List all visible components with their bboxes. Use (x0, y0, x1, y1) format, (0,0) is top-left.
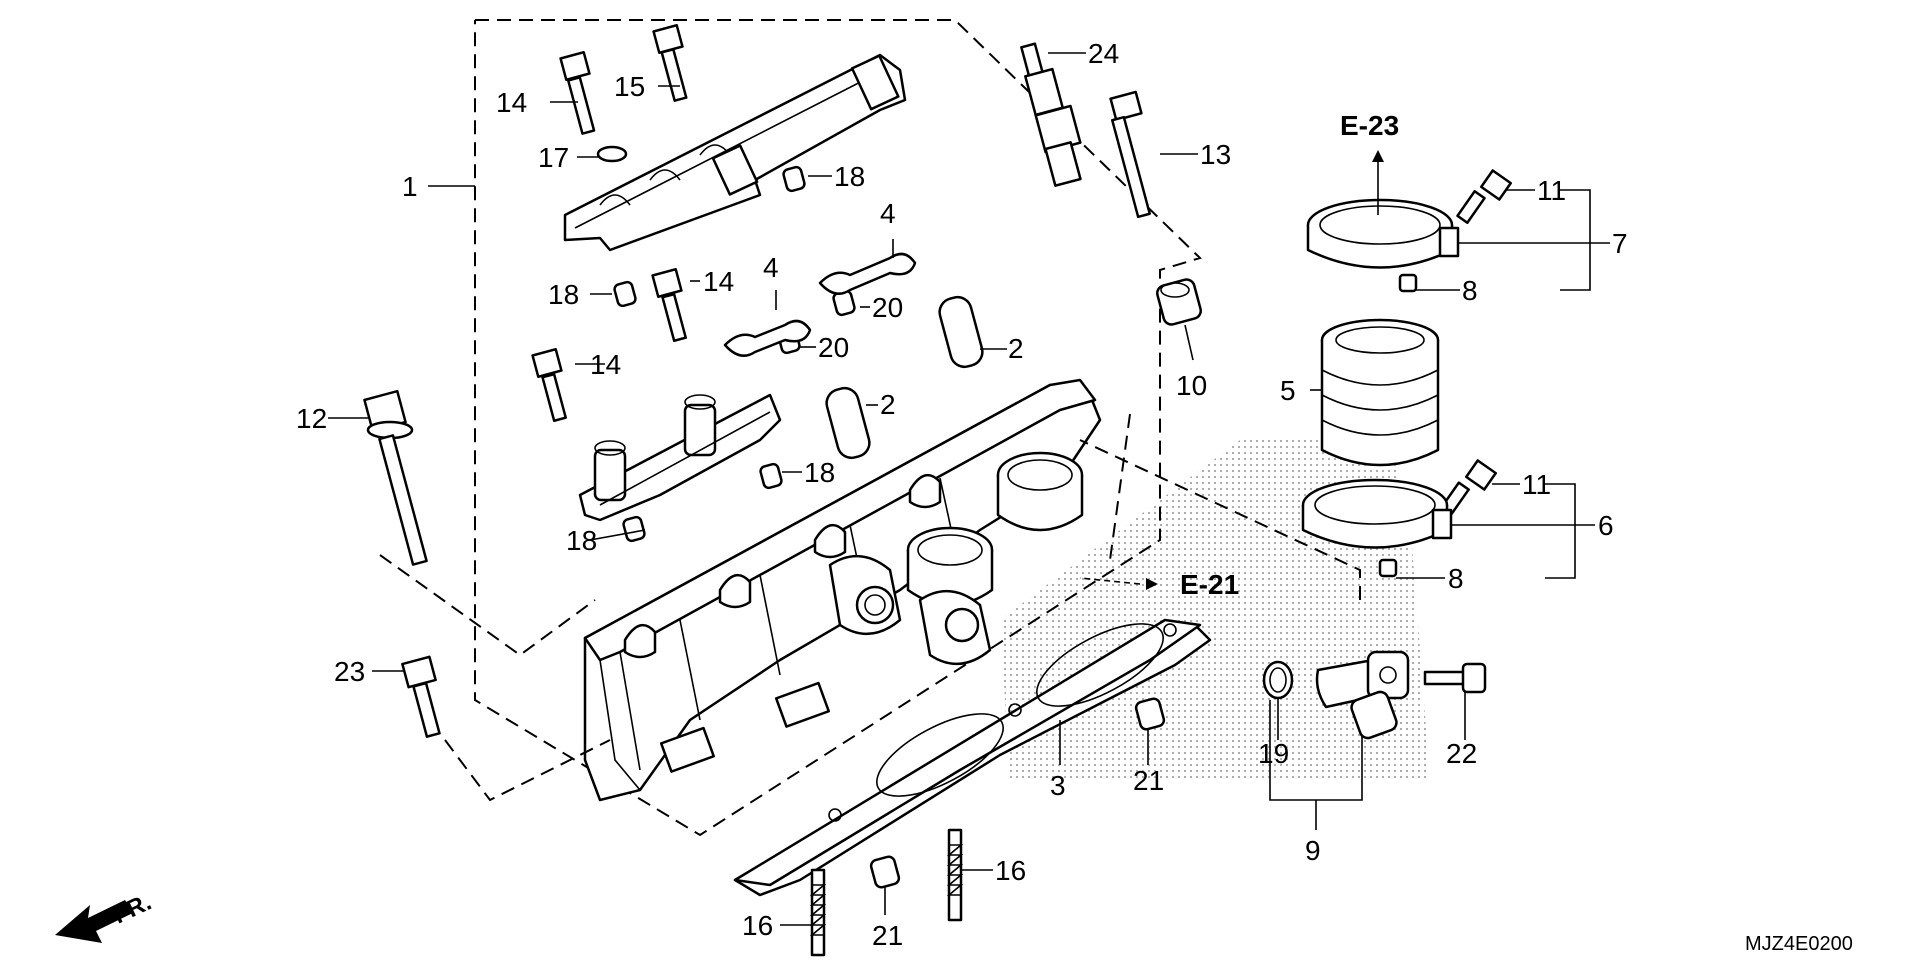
callout-8b: 8 (1448, 563, 1464, 594)
leader-lines (328, 52, 1610, 926)
callout-14a: 14 (496, 87, 527, 118)
insulator-5 (1320, 318, 1440, 467)
callout-15: 15 (614, 71, 645, 102)
callout-23: 23 (334, 656, 365, 687)
reference-e21: E-21 (1180, 569, 1239, 600)
callout-18d: 18 (566, 525, 597, 556)
callout-18c: 18 (804, 457, 835, 488)
bolt-11-top (1456, 169, 1512, 224)
callout-7: 7 (1612, 228, 1628, 259)
callout-8a: 8 (1462, 275, 1478, 306)
callout-12: 12 (296, 403, 327, 434)
callout-19: 19 (1258, 738, 1289, 769)
stud-16-right (946, 828, 964, 922)
callout-24: 24 (1088, 38, 1119, 69)
callout-14c: 14 (590, 349, 621, 380)
head-gasket (733, 618, 1212, 897)
stud-16-left (809, 868, 827, 957)
front-arrow-icon (55, 900, 133, 943)
seals-4 (723, 252, 917, 357)
dowel-pins (613, 165, 1166, 889)
callout-5: 5 (1280, 375, 1296, 406)
spark-plug (1020, 42, 1082, 187)
callout-16a: 16 (995, 855, 1026, 886)
bolt-22 (1423, 662, 1487, 694)
clamp-band-6 (1301, 478, 1453, 578)
bolt-14-mid (651, 268, 687, 343)
front-direction-indicator: FR. (55, 889, 156, 943)
bolt-23 (401, 655, 441, 738)
callout-4a: 4 (880, 198, 896, 229)
clamp-band-7 (1306, 198, 1460, 293)
callout-18b: 18 (548, 279, 579, 310)
callout-4b: 4 (763, 252, 779, 283)
diagram-code: MJZ4E0200 (1745, 933, 1853, 955)
callout-3: 3 (1050, 770, 1066, 801)
callout-10: 10 (1176, 370, 1207, 401)
washer-17 (596, 145, 628, 163)
callout-1: 1 (402, 171, 418, 202)
bolt-14-top (559, 51, 596, 135)
reference-e23: E-23 (1340, 110, 1399, 141)
callout-2b: 2 (880, 389, 896, 420)
bolt-15 (652, 24, 688, 102)
callout-18a: 18 (834, 161, 865, 192)
callout-14b: 14 (703, 266, 734, 297)
bolt-12 (363, 389, 428, 566)
spacer-10 (1156, 278, 1202, 326)
sensor-9 (1262, 650, 1410, 740)
callout-11b: 11 (1522, 469, 1551, 500)
bolt-13 (1109, 90, 1151, 219)
callout-21b: 21 (872, 920, 903, 951)
callout-9: 9 (1305, 835, 1321, 866)
callout-6: 6 (1598, 510, 1614, 541)
cam-holder-upper (563, 53, 907, 252)
cam-holder-lower (578, 393, 782, 522)
callout-22: 22 (1446, 738, 1477, 769)
callout-labels: 1 2 2 3 4 4 5 6 7 8 8 9 10 11 11 12 13 1… (296, 38, 1628, 951)
callout-16b: 16 (742, 910, 773, 941)
callout-20b: 20 (818, 332, 849, 363)
callout-20a: 20 (872, 292, 903, 323)
bolt-14-low (531, 348, 567, 423)
cylinder-head (583, 378, 1102, 802)
assembly-dashed-outline (474, 19, 1202, 837)
callout-11a: 11 (1537, 175, 1566, 206)
front-label: FR. (109, 889, 155, 930)
callout-13: 13 (1200, 139, 1231, 170)
callout-17: 17 (538, 142, 569, 173)
callout-21a: 21 (1133, 765, 1164, 796)
callout-2a: 2 (1008, 333, 1024, 364)
sleeves-2 (825, 295, 984, 460)
